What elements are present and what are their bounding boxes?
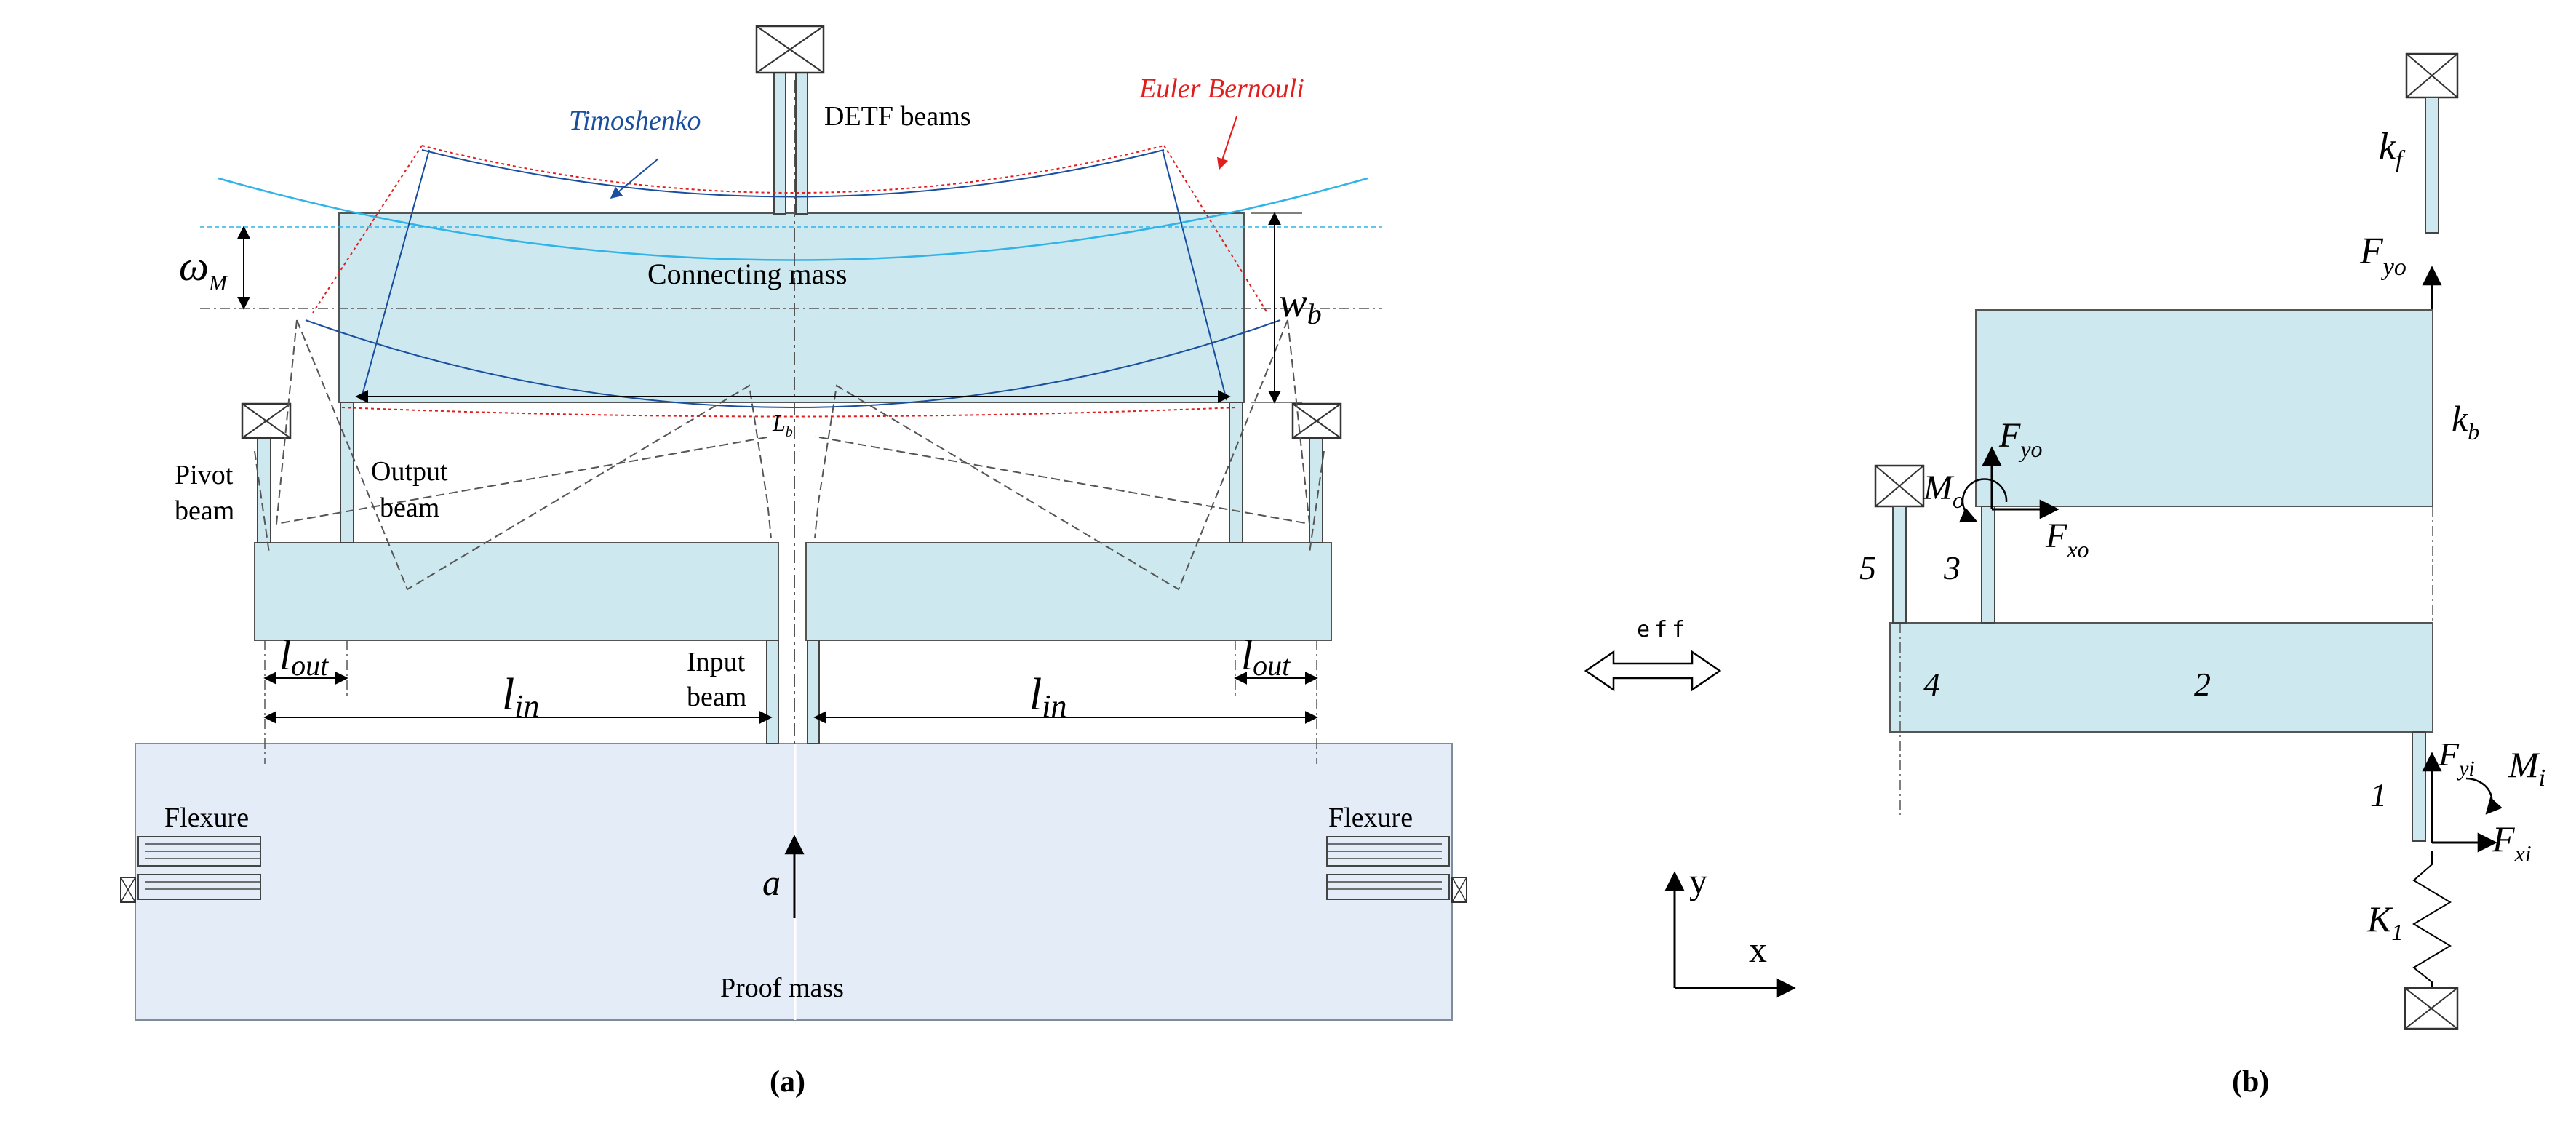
pivot-beam-right [1309,437,1323,543]
flexure-right-label: Flexure [1328,803,1413,833]
coordinate-axes: y x [1664,861,1796,998]
lever-block [1889,622,2433,733]
euler-curve [421,145,1165,194]
fyo-top-label: Fyo [2359,231,2406,281]
mo-label: Mo [1923,469,1964,513]
spring-anchor [2404,987,2459,1030]
timoshenko-curve-upper [218,177,1368,261]
label-5: 5 [1859,549,1876,586]
label-3: 3 [1943,549,1961,586]
panel-b: kf Fyo kb Mo Fyo Fxo 5 3 4 2 1 Fyi Mi Fx… [1859,52,2545,1099]
flexure-left-label: Flexure [164,803,249,833]
pivot-anchor-b [1874,464,1925,508]
connecting-block [1975,309,2433,507]
timoshenko-label: Timoshenko [569,105,701,136]
l-in-right-label: lin [1029,670,1066,724]
pivot-beam-label-2: beam [175,495,234,526]
wb-label: wb [1279,279,1322,330]
pivot-beam-left [257,437,271,543]
l-out-right-label: lout [1241,632,1291,682]
mi-label: Mi [2508,744,2545,792]
right-lever-mass [805,542,1332,641]
mo-arrow [1958,478,2008,523]
panel-a: DETF beams Timoshenko Euler Bernouli Con… [120,25,1467,1099]
fyo-label: Fyo [1998,416,2043,462]
input-beam-label-1: Input [687,647,746,677]
accel-label: a [762,862,781,903]
output-beam-right [1229,402,1243,543]
fxi-label: Fxi [2492,819,2532,867]
output-beam-label-1: Output [371,456,448,487]
timoshenko-curve-top [421,149,1165,198]
beam-5 [1892,506,1907,624]
equivalence-symbol: eff [1584,617,1722,692]
input-beam-right [807,640,820,744]
flexure-left [120,836,261,903]
kf-beam [2425,97,2439,234]
proof-mass-label: Proof mass [720,973,844,1003]
input-beam-left [766,640,779,744]
caption-b: (b) [2232,1065,2269,1099]
eff-label: eff [1637,617,1689,642]
x-axis-label: x [1749,929,1767,970]
euler-label: Euler Bernouli [1139,73,1304,104]
input-beam-label-2: beam [687,682,746,712]
l-out-left-label: lout [279,632,329,682]
kf-label: kf [2379,126,2406,173]
caption-a: (a) [770,1065,805,1099]
connecting-mass-label: Connecting mass [647,258,847,290]
pivot-anchor-left [241,402,292,439]
detf-label: DETF beams [824,101,971,132]
left-lever-mass [254,542,779,641]
kb-label: kb [2452,398,2479,445]
lb-label: Lb [772,410,793,440]
pivot-beam-label-1: Pivot [175,460,234,490]
beam-3 [1981,506,1995,624]
label-2: 2 [2194,666,2211,703]
omega-label: ωM [179,242,228,295]
beam-1 [2412,731,2426,842]
timoshenko-curve-lower [305,319,1281,408]
l-in-left-label: lin [502,670,539,724]
mi-arrow [2465,777,2503,815]
detf-anchor [755,25,825,74]
euler-curve-lower [341,407,1237,418]
label-1: 1 [2370,776,2387,813]
kf-anchor [2405,52,2459,99]
label-4: 4 [1923,666,1940,703]
spring-k1 [2412,851,2452,988]
deformed-levers [254,319,1325,591]
y-axis-label: y [1689,861,1707,901]
connecting-mass [338,212,1245,403]
output-beam-left [340,402,354,543]
pivot-anchor-right [1291,402,1342,439]
output-beam-label-2: beam [380,493,439,523]
k1-label: K1 [2366,899,2403,945]
fxo-label: Fxo [2045,517,2089,562]
fyi-label: Fyi [2438,736,2475,781]
flexure-right [1326,836,1467,903]
